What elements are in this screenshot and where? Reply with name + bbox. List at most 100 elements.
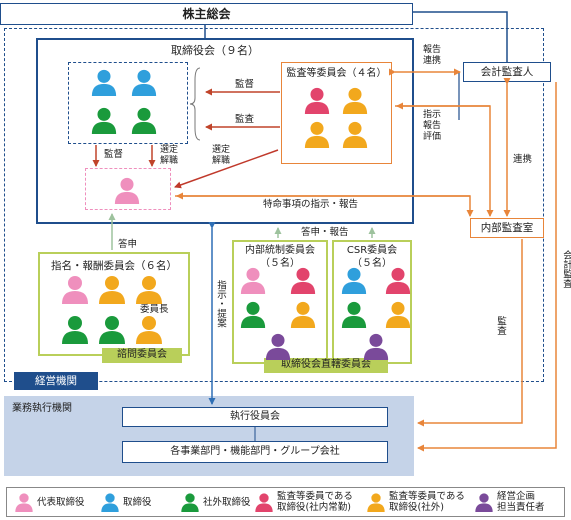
legend-item: 監査等委員である 取締役(社外): [366, 490, 465, 514]
person-slot: [239, 266, 267, 298]
label-report-coop: 報告 連携: [423, 45, 442, 66]
label-accounting-audit: 会計監査: [561, 250, 571, 288]
csr-committee-title-1: CSR委員会: [346, 245, 398, 256]
person-slot: [134, 314, 164, 348]
outside-director-icon: [341, 301, 367, 328]
legend-label: 経営企画 担当責任者: [497, 491, 545, 513]
legend-person-icon: [255, 493, 273, 512]
person-slot: [97, 314, 127, 348]
legend-item: 代表取締役: [14, 490, 85, 514]
planning-officer-icon: [363, 333, 389, 360]
person-slot: [384, 266, 412, 298]
legend-person-icon: [181, 493, 199, 512]
nomination-chair-label: 委員長: [138, 304, 171, 316]
legend-person-icon: [475, 493, 493, 512]
audit-member-outside-icon: [136, 316, 162, 344]
label-instruct-propose: 指示・提案: [215, 280, 226, 328]
label-consult-2: 答申・報告: [301, 227, 349, 238]
audit-member-outside-icon: [290, 301, 316, 328]
audit-member-internal-icon: [385, 267, 411, 294]
direct-committees-label: 取締役会直轄委員会: [281, 359, 371, 370]
legend-label: 代表取締役: [37, 496, 85, 508]
direct-committees-tag: [264, 358, 388, 373]
person-slot: [264, 332, 292, 364]
advisory-committee-tag: [102, 348, 182, 363]
legend-person-icon: [101, 493, 119, 512]
legend-item: 経営企画 担当責任者: [474, 490, 545, 514]
legend-person-icon: [367, 493, 385, 512]
person-slot: [113, 176, 141, 208]
person-slot: [362, 332, 390, 364]
person-slot: [134, 274, 164, 308]
legend-label: 社外取締役: [203, 496, 251, 508]
departments-label: 各事業部門・機能部門・グループ会社: [170, 446, 340, 457]
person-slot: [97, 274, 127, 308]
audit-member-outside-icon: [136, 276, 162, 304]
representative-director-icon: [62, 276, 88, 304]
label-coop: 連携: [513, 154, 533, 165]
label-appoint-1: 選定 解職: [160, 145, 179, 166]
management-label-box: [14, 372, 98, 390]
outside-director-icon: [62, 316, 88, 344]
person-slot: [239, 300, 267, 332]
executive-officers-box: [122, 407, 388, 427]
internal-audit-label: 内部監査室: [480, 222, 534, 234]
person-slot: [340, 300, 368, 332]
representative-dashed-box: [85, 168, 171, 210]
outside-director-icon: [240, 301, 266, 328]
legend-item: 取締役: [100, 490, 152, 514]
legend-item: 監査等委員である 取締役(社内常勤): [254, 490, 353, 514]
audit-member-internal-icon: [290, 267, 316, 294]
person-slot: [341, 120, 369, 152]
director-icon: [91, 69, 117, 96]
legend-frame: [6, 487, 565, 517]
management-label: 経営機関: [35, 375, 77, 387]
representative-director-icon: [240, 267, 266, 294]
execution-area-label: 業務執行機関: [12, 403, 72, 414]
person-slot: [130, 68, 158, 100]
label-supervise-2: 監督: [104, 149, 124, 160]
csr-committee-title-2: （５名）: [352, 258, 392, 269]
legend-person-icon: [15, 493, 33, 512]
outside-director-icon: [99, 316, 125, 344]
person-slot: [60, 314, 90, 348]
external-auditor-label: 会計監査人: [480, 66, 534, 78]
person-slot: [289, 300, 317, 332]
planning-officer-icon: [265, 333, 291, 360]
legend-label: 監査等委員である 取締役(社外): [389, 491, 465, 513]
legend-label: 取締役: [123, 496, 152, 508]
person-slot: [384, 300, 412, 332]
person-slot: [90, 68, 118, 100]
label-special-instruction: 特命事項の指示・報告: [263, 199, 359, 210]
person-slot: [341, 86, 369, 118]
director-icon: [341, 267, 367, 294]
director-icon: [131, 69, 157, 96]
audit-member-outside-icon: [342, 87, 368, 114]
label-instruct-report-eval: 指示 報告 評価: [423, 110, 442, 142]
audit-member-internal-icon: [304, 87, 330, 114]
internal-control-title-2: （５名）: [260, 258, 300, 269]
label-supervise-1: 監督: [235, 79, 255, 90]
executive-officers-label: 執行役員会: [230, 411, 280, 422]
internal-control-title-1: 内部統制委員会: [245, 245, 315, 256]
audit-member-outside-icon: [342, 121, 368, 148]
outside-director-icon: [131, 107, 157, 134]
nomination-committee-title: 指名・報酬委員会（６名）: [51, 260, 177, 272]
outside-director-icon: [91, 107, 117, 134]
person-slot: [90, 106, 118, 138]
management-frame: [4, 28, 544, 382]
label-appoint-2: 選定 解職: [212, 145, 231, 166]
directors-dashed-box: [68, 62, 188, 144]
audit-committee-title: 監査等委員会（４名）: [286, 68, 387, 79]
legend-item: 社外取締役: [180, 490, 251, 514]
audit-member-outside-icon: [99, 276, 125, 304]
advisory-committee-label: 諮問委員会: [117, 349, 167, 360]
internal-audit-box: [470, 218, 544, 238]
shareholders-meeting-box: [0, 3, 413, 25]
person-slot: [303, 86, 331, 118]
audit-member-outside-icon: [385, 301, 411, 328]
person-slot: [60, 274, 90, 308]
board-title: 取締役会（９名）: [171, 44, 259, 57]
departments-box: [122, 441, 388, 463]
